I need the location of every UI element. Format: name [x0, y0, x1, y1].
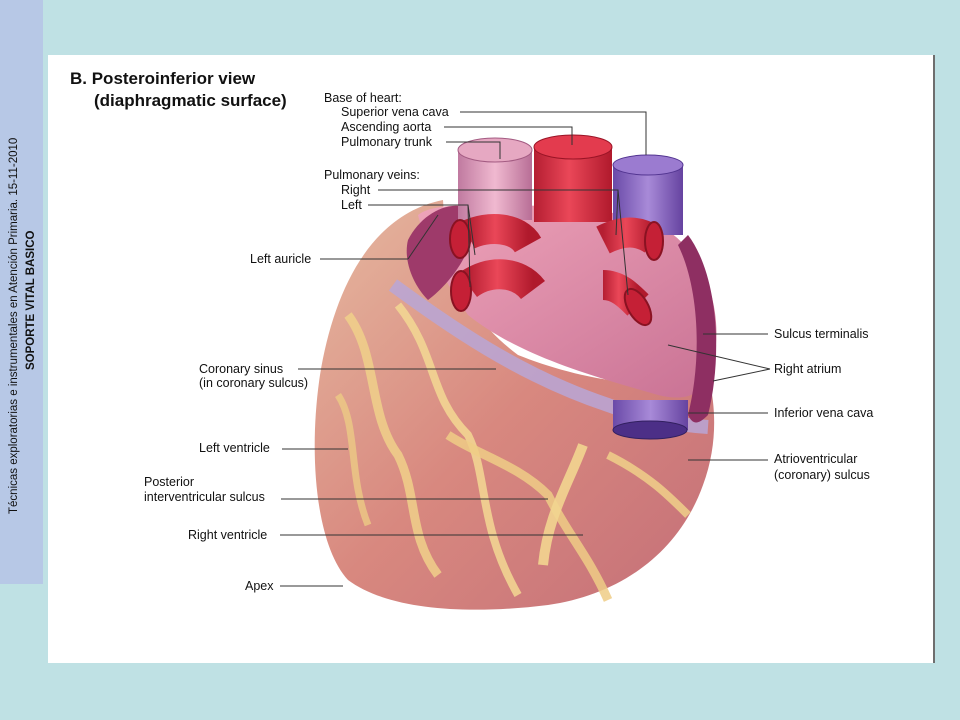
labels-left: Left auricle Coronary sinus (in coronary… [144, 214, 583, 593]
figure-title-line2: (diaphragmatic surface) [94, 91, 287, 110]
panel-divider [933, 55, 935, 663]
labels-right: Sulcus terminalis Right atrium Inferior … [667, 327, 873, 482]
label-pulmonary-veins-left: Left [341, 198, 362, 212]
label-apex: Apex [245, 579, 274, 593]
label-left-ventricle: Left ventricle [199, 441, 270, 455]
heart-figure: B. Posteroinferior view (diaphragmatic s… [48, 55, 933, 663]
sidebar-caption: Técnicas exploratorias e instrumentales … [0, 0, 43, 584]
label-inferior-vena-cava: Inferior vena cava [774, 406, 873, 420]
label-ascending-aorta: Ascending aorta [341, 120, 431, 134]
label-left-auricle: Left auricle [250, 252, 311, 266]
sidebar-caption-line1: Técnicas exploratorias e instrumentales … [8, 138, 20, 514]
heart-illustration [314, 134, 717, 610]
sidebar-caption-line2: SOPORTE VITAL BASICO [25, 230, 37, 370]
label-posterior-ivs-2: interventricular sulcus [144, 490, 265, 504]
label-posterior-ivs-1: Posterior [144, 475, 194, 489]
figure-title-line1: B. Posteroinferior view [70, 69, 256, 88]
labels-top: Base of heart: Superior vena cava Ascend… [324, 91, 647, 296]
label-sulcus-terminalis: Sulcus terminalis [774, 327, 868, 341]
sidebar-band [0, 0, 43, 584]
label-pulmonary-trunk: Pulmonary trunk [341, 135, 433, 149]
label-right-atrium: Right atrium [774, 362, 841, 376]
label-av-sulcus-1: Atrioventricular [774, 452, 857, 466]
label-right-ventricle: Right ventricle [188, 528, 267, 542]
label-coronary-sinus-1: Coronary sinus [199, 362, 283, 376]
label-av-sulcus-2: (coronary) sulcus [774, 468, 870, 482]
label-coronary-sinus-2: (in coronary sulcus) [199, 376, 308, 390]
label-pulmonary-veins-right: Right [341, 183, 371, 197]
label-pulmonary-veins: Pulmonary veins: [324, 168, 420, 182]
label-superior-vena-cava: Superior vena cava [341, 105, 449, 119]
label-base-of-heart: Base of heart: [324, 91, 402, 105]
